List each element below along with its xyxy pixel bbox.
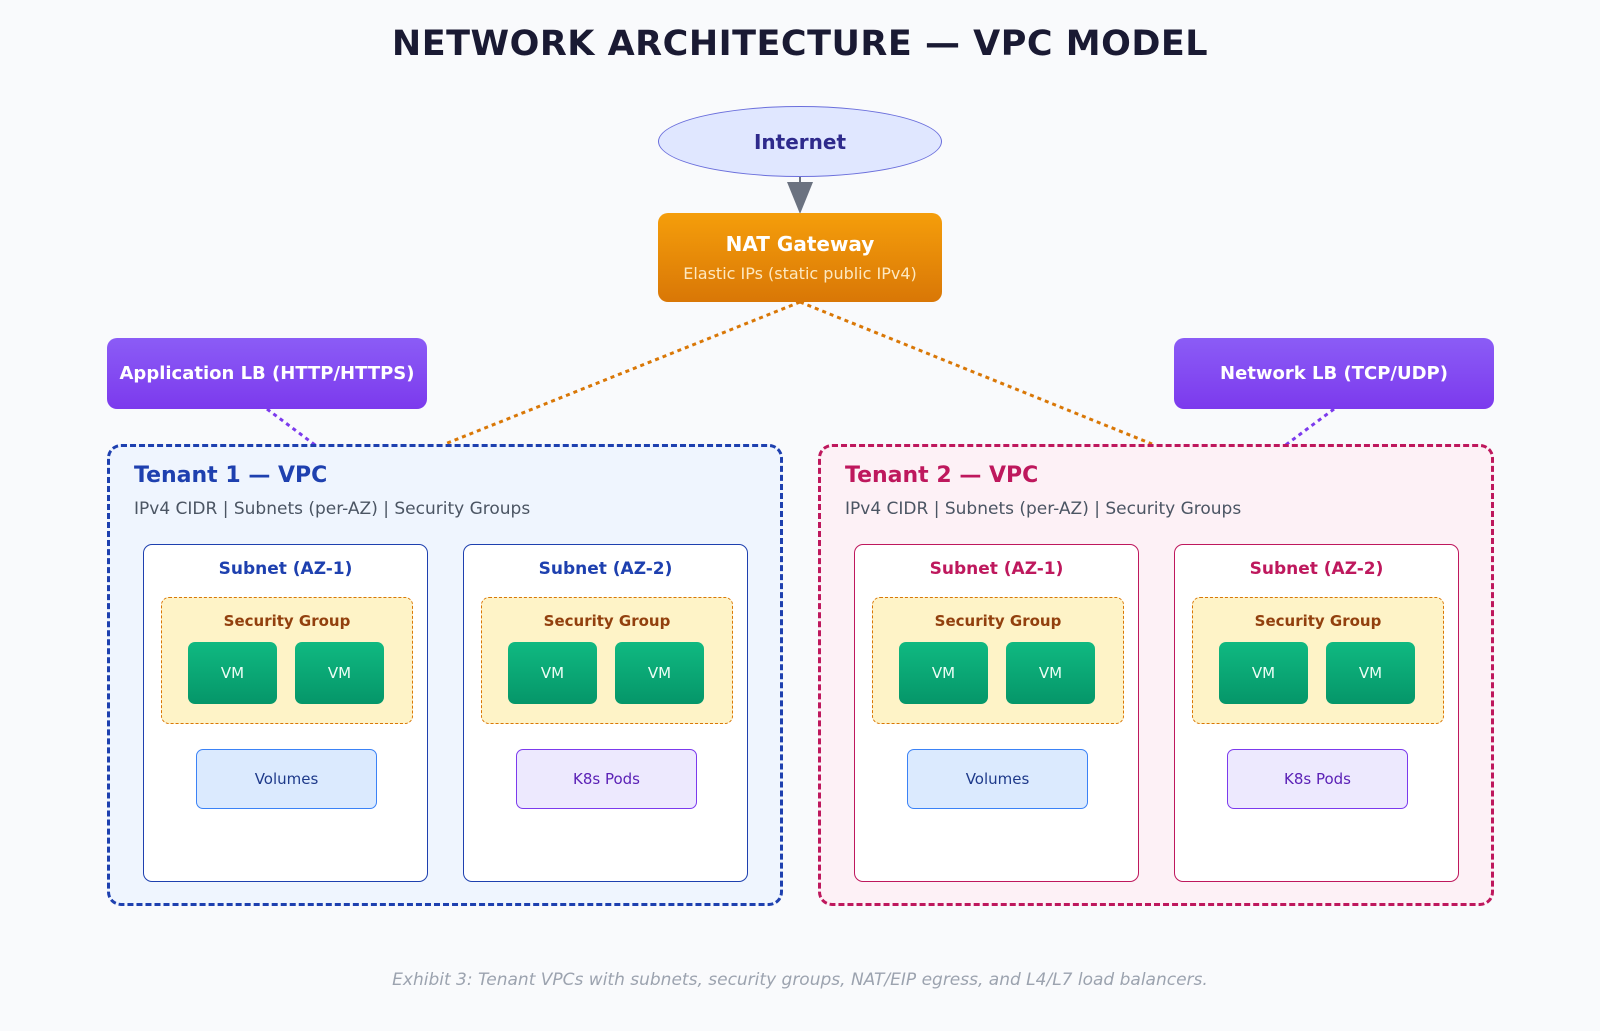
internet-node: Internet [658,106,942,177]
security-group: Security Group VM VM [872,597,1124,724]
vm-label: VM [931,664,956,682]
vm: VM [1006,642,1095,704]
application-load-balancer: Application LB (HTTP/HTTPS) [107,338,427,409]
nat-gateway-title: NAT Gateway [725,232,875,256]
vm-label: VM [1358,664,1383,682]
subnet-title: Subnet (AZ-1) [218,559,353,579]
subnet-title: Subnet (AZ-2) [1249,559,1384,579]
network-lb-label: Network LB (TCP/UDP) [1220,363,1448,384]
internet-label: Internet [753,129,847,154]
security-group: Security Group VM VM [161,597,413,724]
vm: VM [615,642,704,704]
storage-label: K8s Pods [1284,770,1351,788]
tenant-2-vpc: Tenant 2 — VPC IPv4 CIDR | Subnets (per-… [818,444,1494,906]
storage-label: Volumes [254,770,319,788]
security-group-title: Security Group [223,612,351,630]
figure-caption: Exhibit 3: Tenant VPCs with subnets, sec… [392,970,1208,990]
subnet-title: Subnet (AZ-1) [929,559,1064,579]
vm: VM [899,642,988,704]
volumes-block: Volumes [907,749,1088,809]
tenant-title: Tenant 1 — VPC [134,463,328,488]
network-load-balancer: Network LB (TCP/UDP) [1174,338,1494,409]
security-group-title: Security Group [543,612,671,630]
tenant-title: Tenant 2 — VPC [845,463,1039,488]
vm-label: VM [1038,664,1063,682]
nat-gateway: NAT Gateway Elastic IPs (static public I… [658,213,942,302]
page-title: NETWORK ARCHITECTURE — VPC MODEL [391,24,1209,64]
volumes-block: Volumes [196,749,377,809]
vm: VM [295,642,384,704]
k8s-pods-block: K8s Pods [1227,749,1408,809]
storage-label: Volumes [965,770,1030,788]
tenant-subtitle: IPv4 CIDR | Subnets (per-AZ) | Security … [134,499,531,519]
nat-gateway-subtitle: Elastic IPs (static public IPv4) [683,264,917,283]
storage-label: K8s Pods [573,770,640,788]
nat-to-tenant-2-line [799,300,1153,446]
application-lb-label: Application LB (HTTP/HTTPS) [119,363,415,384]
security-group-title: Security Group [1254,612,1382,630]
vm: VM [188,642,277,704]
subnet-az-2: Subnet (AZ-2) Security Group VM VM K8s P… [1174,544,1459,882]
tenant-subtitle: IPv4 CIDR | Subnets (per-AZ) | Security … [845,499,1242,519]
vm: VM [1326,642,1415,704]
k8s-pods-block: K8s Pods [516,749,697,809]
subnet-title: Subnet (AZ-2) [538,559,673,579]
vm: VM [1219,642,1308,704]
subnet-az-2: Subnet (AZ-2) Security Group VM VM K8s P… [463,544,748,882]
vm-label: VM [647,664,672,682]
security-group-title: Security Group [934,612,1062,630]
nat-to-tenant-1-line [444,300,801,446]
subnet-az-1: Subnet (AZ-1) Security Group VM VM Volum… [143,544,428,882]
vm: VM [508,642,597,704]
vm-label: VM [220,664,245,682]
vm-label: VM [1251,664,1276,682]
internet-to-nat-arrowhead [787,182,813,214]
vm-label: VM [540,664,565,682]
subnet-az-1: Subnet (AZ-1) Security Group VM VM Volum… [854,544,1139,882]
security-group: Security Group VM VM [1192,597,1444,724]
security-group: Security Group VM VM [481,597,733,724]
tenant-1-vpc: Tenant 1 — VPC IPv4 CIDR | Subnets (per-… [107,444,783,906]
vm-label: VM [327,664,352,682]
